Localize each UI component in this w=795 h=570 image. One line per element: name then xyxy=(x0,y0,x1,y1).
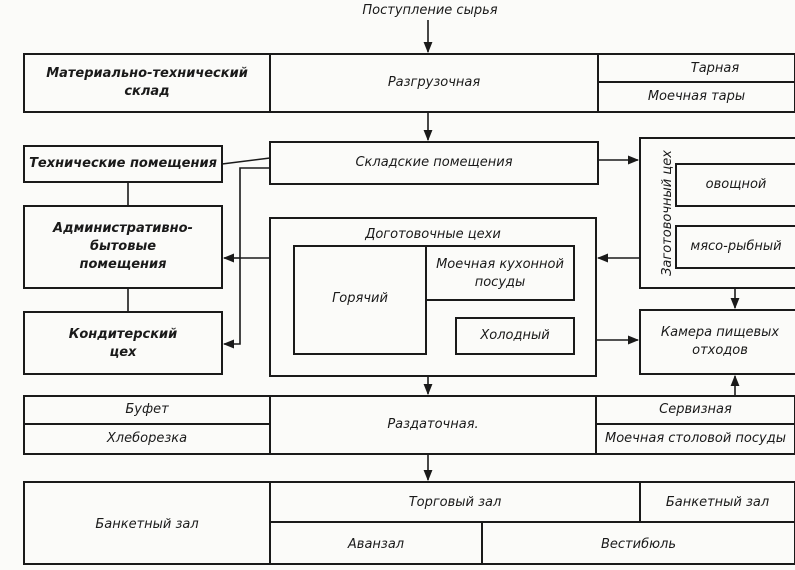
confectionery-label: Кондитерский цех xyxy=(68,327,178,360)
anteroom-label: Аванзал xyxy=(347,537,405,552)
container-room-label: Тарная xyxy=(690,61,740,76)
vegetable-shop-label: овощной xyxy=(705,177,767,192)
bread-cutting-label: Хлеборезка xyxy=(106,431,188,446)
kitchen-dish-washing-label: Моечная кухонной посуды xyxy=(436,257,564,290)
block-waste-chamber xyxy=(639,309,795,375)
cold-shop-label: Холодный xyxy=(480,328,550,343)
meat-fish-shop-label: мясо-рыбный xyxy=(690,239,782,254)
input-label: Поступление сырья xyxy=(362,3,498,18)
dish-pantry-label: Сервизная xyxy=(659,402,732,417)
serving-room-label: Раздаточная. xyxy=(387,417,479,432)
container-washing-label: Моечная тары xyxy=(647,89,746,104)
block-finishing-shops xyxy=(269,217,597,377)
banquet-hall-right-label: Банкетный зал xyxy=(665,495,770,510)
block-vestibule xyxy=(481,521,795,565)
trade-hall-label: Торговый зал xyxy=(408,495,502,510)
block-vegetable-shop xyxy=(675,163,795,207)
unloading-label: Разгрузочная xyxy=(387,75,481,90)
waste-chamber-label: Камера пищевых отходов xyxy=(660,325,780,358)
material-warehouse-label: Материально-технический склад xyxy=(46,66,248,99)
prep-shops-label: Заготовочный цех xyxy=(660,150,675,276)
block-cold-shop xyxy=(455,317,575,355)
block-admin-rooms xyxy=(23,205,223,289)
block-storage-rooms xyxy=(269,141,599,185)
buffet-label: Буфет xyxy=(125,402,169,417)
storage-rooms-label: Складские помещения xyxy=(355,155,513,170)
block-meat-fish-shop xyxy=(675,225,795,269)
vestibule-label: Вестибюль xyxy=(600,537,677,552)
block-kitchen-dish-washing xyxy=(425,245,575,301)
table-dish-washing-label: Моечная столовой посуды xyxy=(605,431,786,446)
arrow-left-confectionery xyxy=(222,258,241,349)
technical-rooms-label: Технические помещения xyxy=(29,156,217,171)
link-storage-tech xyxy=(221,157,271,165)
block-confectionery xyxy=(23,311,223,375)
hot-shop-label: Горячий xyxy=(332,291,388,306)
admin-rooms-label: Административно-бытовые помещения xyxy=(53,221,193,272)
link-storage-left xyxy=(239,167,270,258)
block-prep-shop xyxy=(639,137,795,289)
finishing-shops-label: Доготовочные цехи xyxy=(365,227,501,242)
banquet-hall-left-label: Банкетный зал xyxy=(95,517,199,532)
